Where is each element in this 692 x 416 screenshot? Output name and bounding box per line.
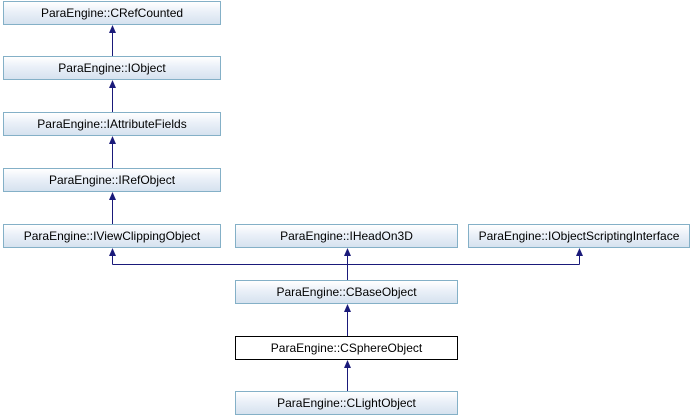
class-node-iheadon3d[interactable]: ParaEngine::IHeadOn3D [235, 224, 458, 248]
arrowhead-iattributefields [109, 136, 116, 144]
arrowhead-cbaseobject [344, 304, 351, 312]
class-node-iobjectscriptinginterface[interactable]: ParaEngine::IObjectScriptingInterface [468, 224, 690, 248]
class-node-iviewclippingobject[interactable]: ParaEngine::IViewClippingObject [3, 224, 221, 248]
class-node-crefcounted[interactable]: ParaEngine::CRefCounted [3, 1, 221, 25]
class-node-irefobject[interactable]: ParaEngine::IRefObject [3, 168, 221, 192]
class-node-clightobject[interactable]: ParaEngine::CLightObject [235, 391, 458, 415]
arrowhead-iobject [109, 80, 116, 88]
arrowhead-iviewclippingobject [109, 248, 116, 256]
arrowhead-iheadon3d [344, 248, 351, 256]
arrowhead-irefobject [109, 192, 116, 200]
arrowhead-crefcounted [109, 25, 116, 33]
class-node-iattributefields[interactable]: ParaEngine::IAttributeFields [3, 112, 221, 136]
class-node-csphereobject-current: ParaEngine::CSphereObject [235, 336, 458, 360]
class-node-cbaseobject[interactable]: ParaEngine::CBaseObject [235, 280, 458, 304]
arrowhead-iobjectscriptinginterface [576, 248, 583, 256]
class-node-iobject[interactable]: ParaEngine::IObject [3, 56, 221, 80]
arrowhead-csphereobject [344, 360, 351, 368]
